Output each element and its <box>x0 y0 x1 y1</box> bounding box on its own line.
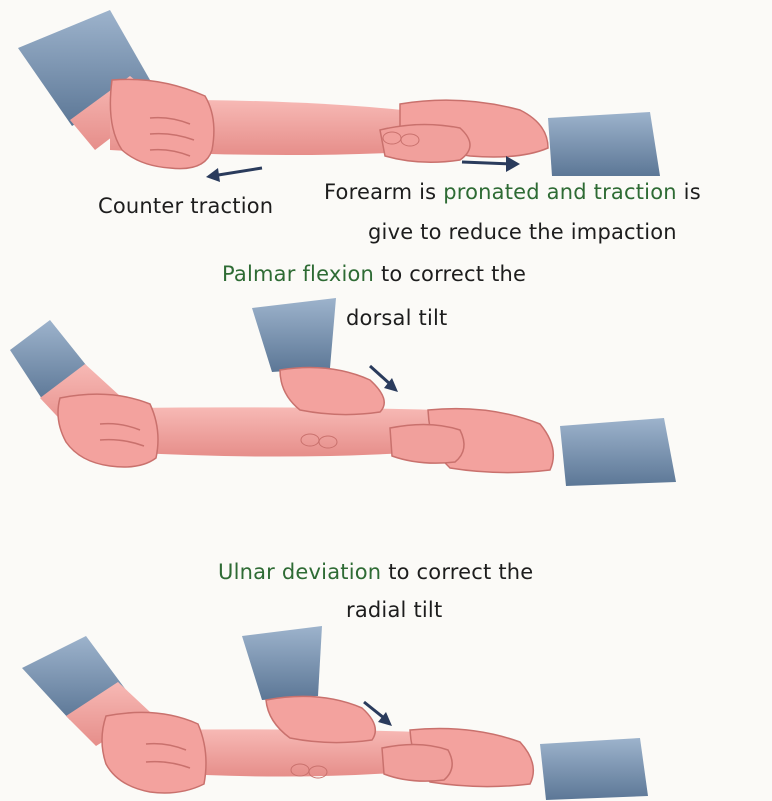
right-sleeve <box>560 418 676 486</box>
traction-arrow <box>462 156 520 172</box>
traction-hand <box>390 424 464 463</box>
traction-hand <box>380 124 470 162</box>
counter-traction-hand <box>58 394 158 467</box>
counter-traction-label: Counter traction <box>98 194 273 218</box>
palmar-caption-line2: dorsal tilt <box>346 306 447 330</box>
counter-traction-hand <box>102 712 206 793</box>
traction-highlight: pronated and traction <box>443 180 677 204</box>
top-sleeve <box>252 298 336 372</box>
palmar-caption-line1: Palmar flexion to correct the <box>222 262 526 286</box>
top-sleeve <box>242 626 322 700</box>
traction-hand <box>382 744 452 781</box>
ulnar-caption-line2: radial tilt <box>346 598 442 622</box>
panel-ulnar-deviation <box>22 626 648 800</box>
traction-caption-line1: Forearm is pronated and traction is <box>324 180 701 204</box>
panel-palmar-flexion <box>10 298 676 486</box>
panel-traction <box>18 10 660 182</box>
traction-caption-line2: give to reduce the impaction <box>368 220 677 244</box>
counter-traction-arrow <box>206 168 262 182</box>
right-sleeve <box>540 738 648 800</box>
ulnar-caption-line1: Ulnar deviation to correct the <box>218 560 533 584</box>
counter-traction-hand <box>110 79 214 168</box>
ulnar-highlight: Ulnar deviation <box>218 560 381 584</box>
palmar-highlight: Palmar flexion <box>222 262 374 286</box>
palmar-pressing-hand <box>280 368 384 415</box>
right-sleeve <box>548 112 660 176</box>
